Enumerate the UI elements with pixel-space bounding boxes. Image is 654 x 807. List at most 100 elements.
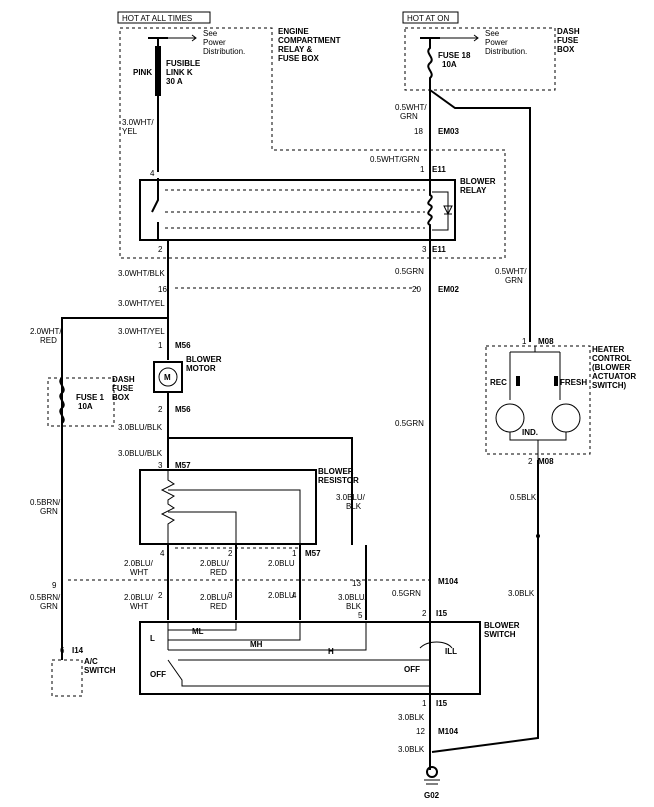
pin-4-m57: 4: [160, 549, 165, 558]
pin-5-l: 5: [358, 611, 363, 620]
engine-box-label-3: RELAY &: [278, 45, 312, 54]
relay-label-2: RELAY: [460, 186, 487, 195]
see-power-arrow-left: [160, 34, 197, 42]
switch-illumination-lamp: [419, 641, 453, 649]
pin-16: 16: [158, 285, 167, 294]
wire-label-05blk: 0.5BLK: [510, 493, 537, 502]
wire-label-2blu-wht2-b: WHT: [130, 602, 148, 611]
connector-m57-top: M57: [175, 461, 191, 470]
see-power-right-1: See: [485, 29, 500, 38]
splice-dot-blk: [536, 534, 540, 538]
connector-e11-bottom: E11: [432, 245, 446, 254]
pin-13: 13: [352, 579, 361, 588]
pin-2-l: 2: [158, 591, 163, 600]
pin-20: 20: [412, 285, 421, 294]
pin-12: 12: [416, 727, 425, 736]
switch-contact-bus: [167, 622, 367, 651]
wire-label-2wht-red-a: 2.0WHT/: [30, 327, 62, 336]
switch-label-1: BLOWER: [484, 621, 520, 630]
dash-fuse-left-2: FUSE: [112, 384, 134, 393]
see-power-right-2: Power: [485, 38, 508, 47]
wire-label-3blu-blk-4a: 3.0BLU/: [338, 593, 368, 602]
motor-letter: M: [164, 373, 171, 382]
wire-label-3blu-blk-1: 3.0BLU/BLK: [118, 423, 163, 432]
hot-at-all-times-banner: [117, 11, 211, 24]
wire-label-3wht-yel-3: 3.0WHT/YEL: [118, 327, 165, 336]
connector-m104-b: M104: [438, 727, 459, 736]
wire-label-05grn: 0.5GRN: [395, 267, 424, 276]
switch-label-2: SWITCH: [484, 630, 516, 639]
pin-2-m56: 2: [158, 405, 163, 414]
rec-indicator-lamp: [495, 403, 525, 433]
fuse-1-rating: 10A: [78, 402, 93, 411]
wire-label-05brn-grn2-b: GRN: [40, 602, 58, 611]
hot-at-on-label: HOT AT ON: [407, 14, 449, 23]
engine-compartment-box-outline: [119, 27, 506, 259]
ac-switch-outline: [51, 659, 83, 697]
pin-9: 9: [52, 581, 57, 590]
pin-3-m57: 3: [158, 461, 163, 470]
wire-label-05brn-grn-a: 0.5BRN/: [30, 498, 61, 507]
wire-label-3wht-yel-2: 3.0WHT/YEL: [118, 299, 165, 308]
ground-g02: G02: [424, 791, 440, 800]
wire-label-3blu-blk-4b: BLK: [346, 602, 362, 611]
resistor-tap-2: [168, 511, 237, 545]
dash-fuse-top-label-2: FUSE: [557, 36, 579, 45]
fusible-link-label-2: LINK K: [166, 68, 193, 77]
wire-label-05brn-grn-b: GRN: [40, 507, 58, 516]
wire-label-05wht-grn-b: GRN: [400, 112, 418, 121]
wire-label-2blu-red2-b: RED: [210, 602, 227, 611]
heater-ground-path: [509, 432, 567, 460]
wire-label-2blu: 2.0BLU: [268, 559, 295, 568]
connector-i15-bottom: I15: [436, 699, 448, 708]
hot-at-all-times-label: HOT AT ALL TIMES: [122, 14, 192, 23]
wire-label-3blu-blk-3a: 3.0BLU/: [336, 493, 366, 502]
connector-m08-top: M08: [538, 337, 554, 346]
pin-2-m57: 2: [228, 549, 233, 558]
pin-2-relay: 2: [158, 245, 163, 254]
pin-4-l: 4: [292, 591, 297, 600]
fuse-1-element: [59, 377, 65, 424]
wire-label-2blu2: 2.0BLU: [268, 591, 295, 600]
see-power-right-3: Distribution.: [485, 47, 527, 56]
switch-pos-mh: MH: [250, 640, 263, 649]
fuse-1-label: FUSE 1: [76, 393, 105, 402]
wire-label-05wht-grn-full: 0.5WHT/GRN: [370, 155, 420, 164]
switch-off-left: OFF: [150, 670, 166, 679]
switch-ill: ILL: [445, 647, 457, 656]
switch-pos-ml: ML: [192, 627, 204, 636]
pin-1-m08: 1: [522, 337, 527, 346]
connector-i14: I14: [72, 646, 84, 655]
wire-label-3blu-blk-2: 3.0BLU/BLK: [118, 449, 163, 458]
pin-6: 6: [60, 646, 65, 655]
relay-label-1: BLOWER: [460, 177, 496, 186]
connector-m57-mid: M57: [305, 549, 321, 558]
pin-1-i15: 1: [422, 699, 427, 708]
connector-m08-bottom: M08: [538, 457, 554, 466]
heater-control-outline: [485, 345, 591, 455]
dash-fuse-box-left-outline: [47, 377, 115, 427]
see-power-arrow-right: [432, 34, 479, 42]
rec-switch-contact: [516, 376, 520, 386]
switch-common-bus: [178, 659, 431, 680]
wire-label-2blu-wht-a: 2.0BLU/: [124, 559, 154, 568]
wire-label-05grn-mid: 0.5GRN: [395, 419, 424, 428]
dash-fuse-left-1: DASH: [112, 375, 135, 384]
blower-relay-box: [139, 179, 456, 241]
blower-resistor-box: [139, 469, 317, 545]
engine-box-label-1: ENGINE: [278, 27, 309, 36]
relay-diode: [432, 191, 453, 231]
ac-switch-label-1: A/C: [84, 657, 98, 666]
hot-at-on-banner: [402, 11, 459, 24]
motor-icon: [158, 367, 178, 387]
pin-18: 18: [414, 127, 423, 136]
fuse-18-rating: 10A: [442, 60, 457, 69]
heater-label-4: ACTUATOR: [592, 372, 636, 381]
wire-label-3blk-1: 3.0BLK: [398, 713, 425, 722]
wire-label-3blu-blk-3b: BLK: [346, 502, 362, 511]
wire-label-05brn-grn2-a: 0.5BRN/: [30, 593, 61, 602]
motor-label-1: BLOWER: [186, 355, 222, 364]
resistor-label-2: RESISTOR: [318, 476, 359, 485]
wire-label-2blu-wht-b: WHT: [130, 568, 148, 577]
wire-label-2blu-wht2-a: 2.0BLU/: [124, 593, 154, 602]
